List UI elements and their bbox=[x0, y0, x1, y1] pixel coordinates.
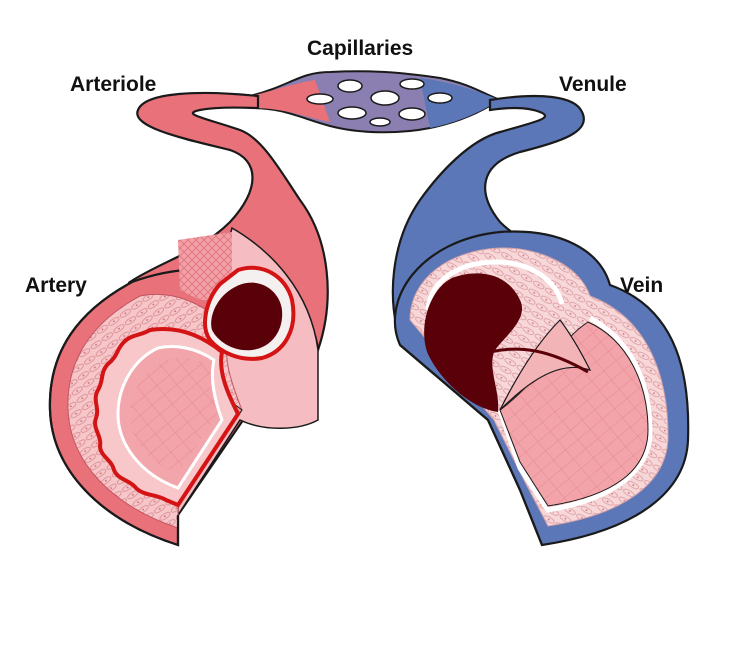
vein-lumen bbox=[424, 273, 523, 412]
vein-label: Vein bbox=[620, 274, 664, 297]
artery-lumen bbox=[203, 265, 296, 361]
arteriole-label: Arteriole bbox=[70, 73, 157, 96]
vein-cross-section bbox=[393, 230, 690, 547]
artery-label: Artery bbox=[25, 274, 87, 297]
capillary-bed bbox=[249, 70, 503, 134]
artery-cross-section bbox=[48, 226, 320, 547]
vein-valve bbox=[489, 319, 592, 411]
venule-label: Venule bbox=[559, 73, 627, 96]
capillaries-label: Capillaries bbox=[307, 37, 414, 60]
